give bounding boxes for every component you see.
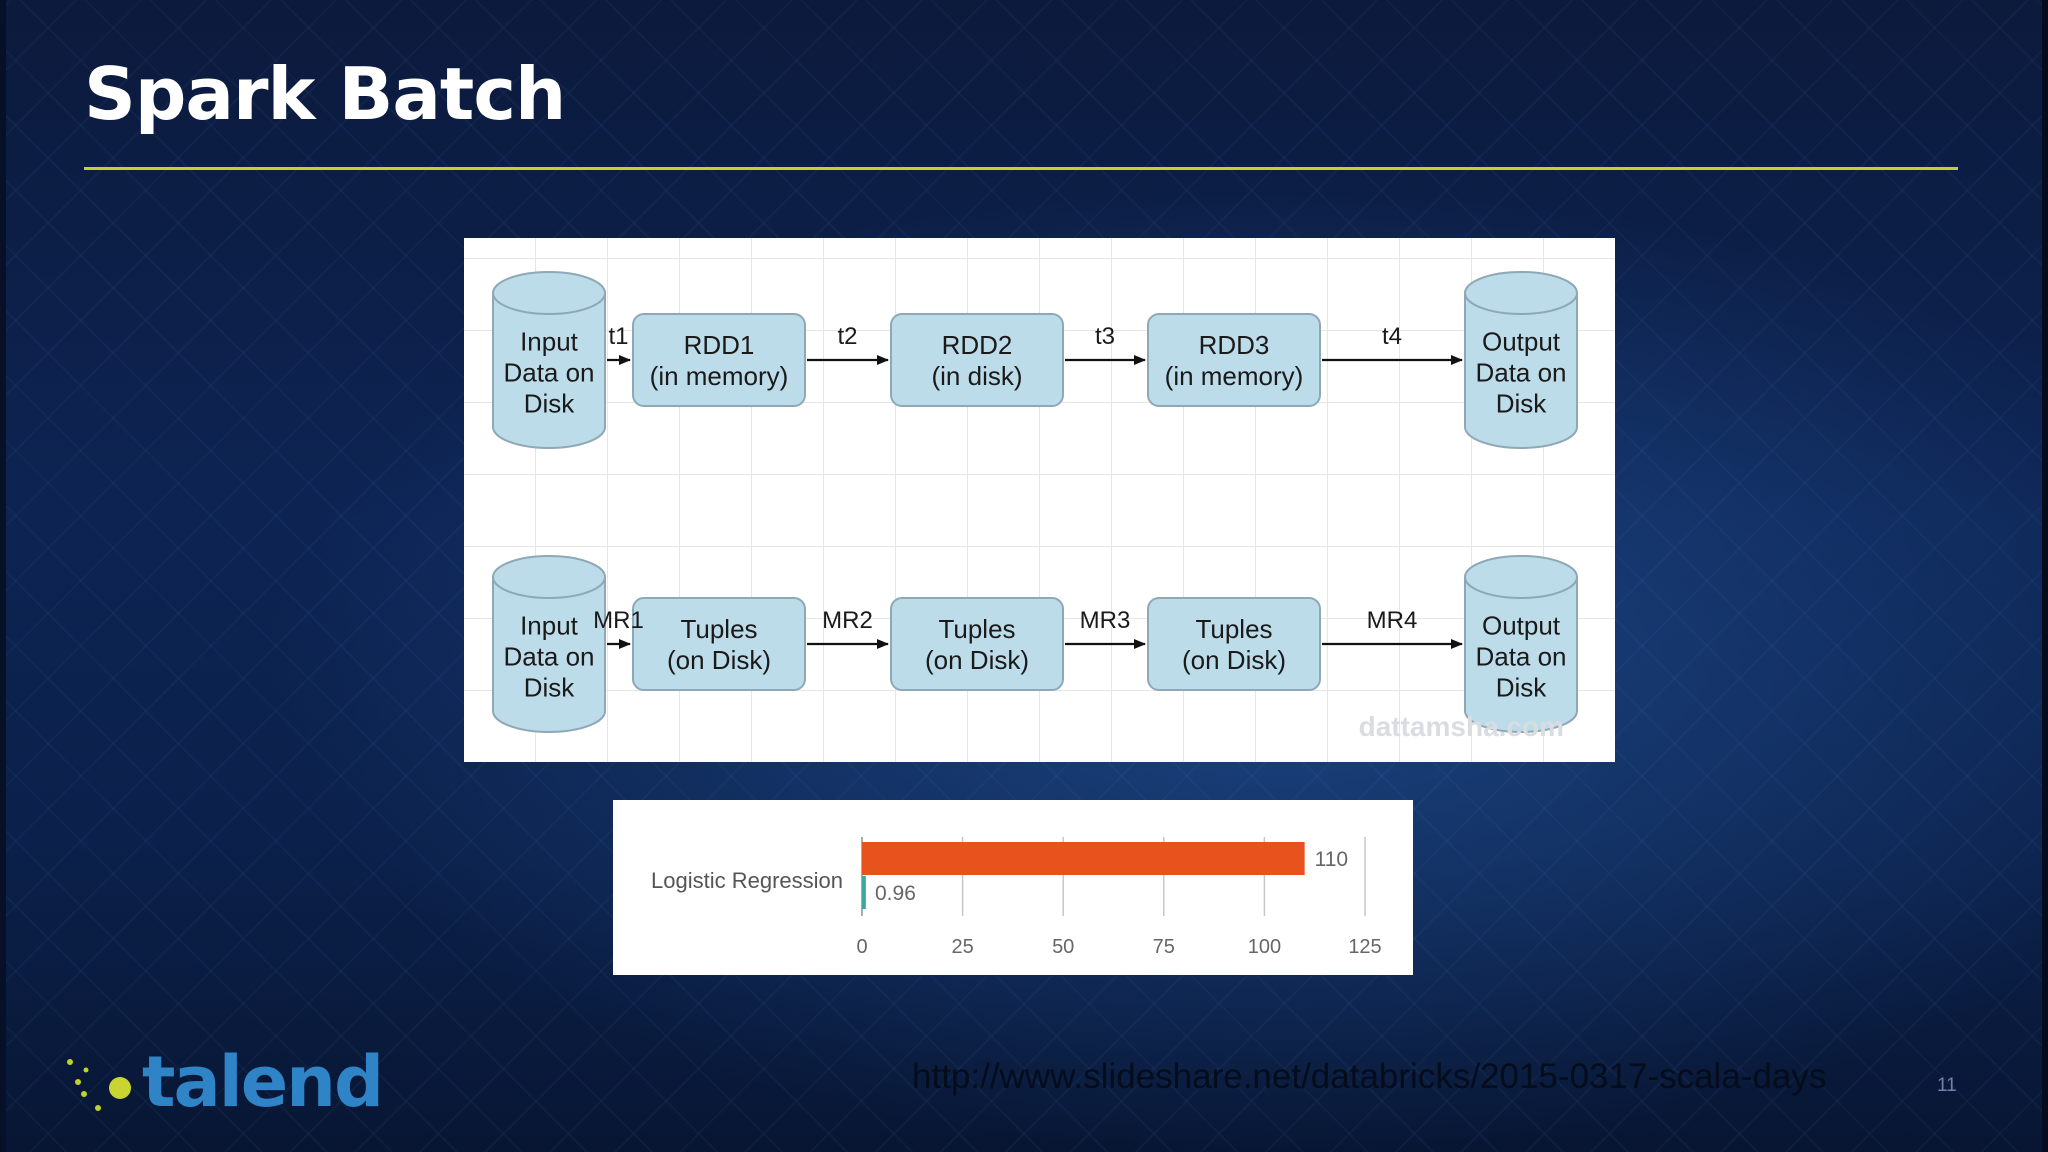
bar-chart-svg: 0 25 50 75 100 125 Logistic Regression 110 0.96 xyxy=(651,837,1382,958)
step-label: MR3 xyxy=(1080,607,1131,634)
output-disk-cylinder-label: Disk xyxy=(1496,672,1548,702)
step-label: t1 xyxy=(608,323,628,350)
input-disk-cylinder-cap xyxy=(492,271,606,315)
data-node-label: (in memory) xyxy=(1165,361,1304,391)
slide-right-edge xyxy=(2042,0,2048,1152)
talend-logo-icon xyxy=(67,1059,131,1111)
data-node-box xyxy=(890,313,1064,407)
output-disk-cylinder-label: Disk xyxy=(1496,388,1548,418)
data-node-label: RDD3 xyxy=(1199,330,1270,360)
step-label: MR4 xyxy=(1367,607,1418,634)
data-node-label: (in memory) xyxy=(650,361,789,391)
data-node-label: RDD1 xyxy=(684,330,755,360)
input-disk-cylinder-body xyxy=(492,577,606,733)
slide-title: Spark Batch xyxy=(84,52,566,136)
data-node-label: Tuples xyxy=(680,614,757,644)
data-node-box xyxy=(890,597,1064,691)
x-tick-label: 125 xyxy=(1348,936,1381,958)
x-tick-label: 25 xyxy=(951,936,973,958)
data-node-label: Tuples xyxy=(1195,614,1272,644)
output-disk-cylinder-body xyxy=(1464,293,1578,449)
step-label: MR2 xyxy=(822,607,873,634)
bar-data-label: 0.96 xyxy=(875,882,916,905)
bar-series-2 xyxy=(862,876,866,909)
output-disk-cylinder-body xyxy=(1464,577,1578,733)
input-disk-cylinder-body xyxy=(492,293,606,449)
input-disk-cylinder-label: Disk xyxy=(524,388,576,418)
watermark-text: dattamsha.com xyxy=(1359,711,1564,742)
data-node-label: (on Disk) xyxy=(925,645,1029,675)
data-node-box xyxy=(632,313,806,407)
data-node-box xyxy=(632,597,806,691)
input-disk-cylinder-label: Input xyxy=(520,610,579,640)
talend-wordmark: talend xyxy=(142,1041,384,1123)
input-disk-cylinder-label: Data on xyxy=(503,357,594,387)
output-disk-cylinder-label: Data on xyxy=(1475,641,1566,671)
x-tick-label: 75 xyxy=(1153,936,1175,958)
output-disk-cylinder-label: Data on xyxy=(1475,357,1566,387)
output-disk-cylinder-label: Output xyxy=(1482,326,1561,356)
x-tick-label: 50 xyxy=(1052,936,1074,958)
data-node-box xyxy=(1147,597,1321,691)
data-node-label: (on Disk) xyxy=(667,645,771,675)
step-label: MR1 xyxy=(593,607,644,634)
data-node-label: Tuples xyxy=(938,614,1015,644)
data-node-box xyxy=(1147,313,1321,407)
category-label: Logistic Regression xyxy=(651,868,843,893)
data-node-label: (on Disk) xyxy=(1182,645,1286,675)
x-tick-label: 0 xyxy=(856,936,867,958)
step-label: t3 xyxy=(1095,323,1115,350)
output-disk-cylinder-cap xyxy=(1464,271,1578,315)
data-node-label: (in disk) xyxy=(931,361,1022,391)
output-disk-cylinder-cap xyxy=(1464,555,1578,599)
input-disk-cylinder-label: Data on xyxy=(503,641,594,671)
slide-left-edge xyxy=(0,0,6,1152)
bar-data-label: 110 xyxy=(1315,848,1348,871)
source-url[interactable]: http://www.slideshare.net/databricks/201… xyxy=(912,1057,1827,1096)
page-number: 11 xyxy=(1937,1075,1957,1096)
data-node-label: RDD2 xyxy=(942,330,1013,360)
input-disk-cylinder-cap xyxy=(492,555,606,599)
bar-series-1 xyxy=(862,842,1305,875)
input-disk-cylinder-label: Input xyxy=(520,326,579,356)
step-label: t2 xyxy=(837,323,857,350)
title-underline xyxy=(84,167,1958,170)
output-disk-cylinder-label: Output xyxy=(1482,610,1561,640)
step-label: t4 xyxy=(1382,323,1402,350)
bar-chart-panel: 0 25 50 75 100 125 Logistic Regression 110 0.96 xyxy=(613,800,1413,975)
input-disk-cylinder-label: Disk xyxy=(524,672,576,702)
x-tick-label: 100 xyxy=(1248,936,1281,958)
